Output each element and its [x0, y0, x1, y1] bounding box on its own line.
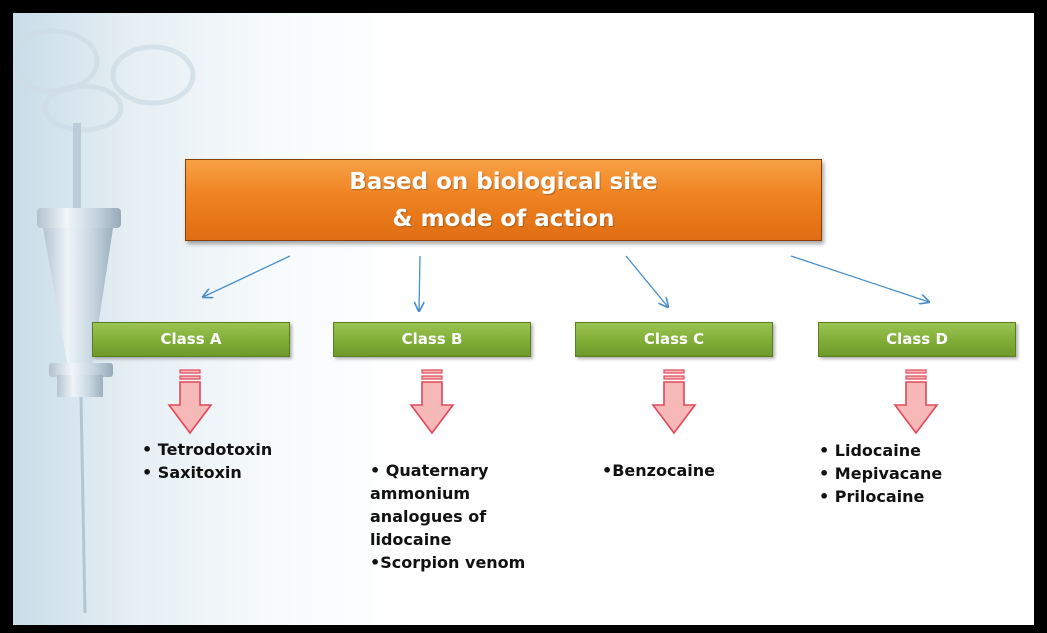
class-d-items: • Lidocaine • Mepivacane • Prilocaine — [819, 439, 942, 508]
list-item: • Prilocaine — [819, 487, 925, 506]
list-item: • Tetrodotoxin — [142, 440, 273, 459]
class-b-node: Class B — [333, 322, 531, 357]
class-c-node: Class C — [575, 322, 773, 357]
down-arrow-a — [167, 369, 213, 435]
class-b-items: • Quaternary ammonium analogues of lidoc… — [370, 459, 525, 574]
list-item: lidocaine — [370, 530, 452, 549]
connector-arrow-b — [419, 255, 420, 311]
slide: Based on biological site & mode of actio… — [13, 13, 1034, 625]
root-node-line2: & mode of action — [392, 206, 615, 232]
list-item: • Quaternary — [370, 461, 489, 480]
down-arrow-d — [893, 369, 939, 435]
connector-arrow-d — [790, 255, 929, 302]
class-a-node: Class A — [92, 322, 290, 357]
class-a-items: • Tetrodotoxin • Saxitoxin — [142, 438, 272, 484]
connector-arrows — [13, 255, 1034, 625]
list-item: analogues of — [370, 507, 487, 526]
connector-arrow-c — [625, 255, 668, 307]
list-item: ammonium — [370, 484, 471, 503]
root-node-line1: Based on biological site — [349, 169, 658, 195]
list-item: •Scorpion venom — [370, 553, 526, 572]
list-item: • Mepivacane — [819, 464, 943, 483]
class-d-node: Class D — [818, 322, 1016, 357]
down-arrow-b — [409, 369, 455, 435]
connector-arrow-a — [203, 255, 291, 297]
list-item: •Benzocaine — [602, 461, 715, 480]
down-arrow-c — [651, 369, 697, 435]
list-item: • Lidocaine — [819, 441, 921, 460]
list-item: • Saxitoxin — [142, 463, 242, 482]
root-node: Based on biological site & mode of actio… — [185, 159, 822, 241]
class-c-items: •Benzocaine — [602, 459, 715, 482]
